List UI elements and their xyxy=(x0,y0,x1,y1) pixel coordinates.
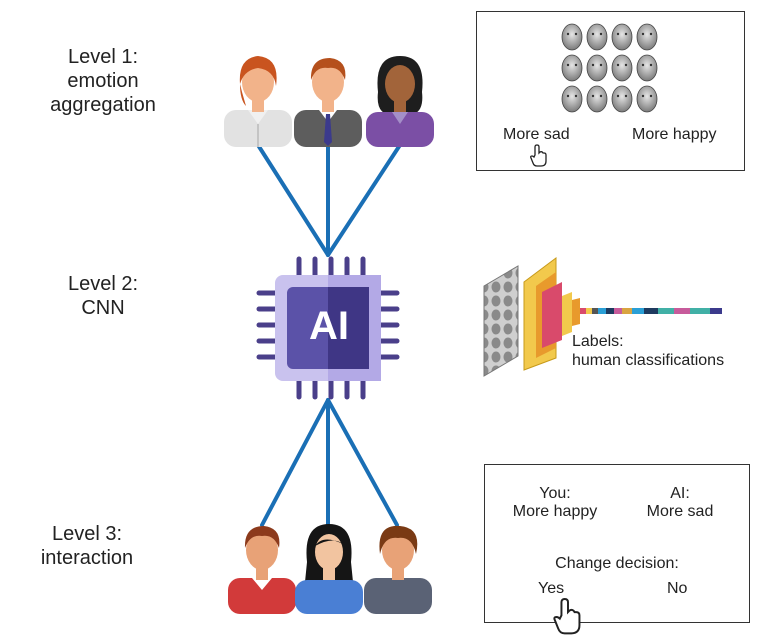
level-3-title: Level 3: xyxy=(51,523,123,545)
cnn-icon xyxy=(483,257,722,377)
level-3-subtitle-line1: interaction xyxy=(40,547,134,569)
hand-cursor-icon xyxy=(530,144,547,167)
labels-title: Labels: xyxy=(572,333,624,350)
person-icon-level3-b xyxy=(295,524,363,614)
hand-cursor-icon xyxy=(553,598,581,635)
ai-chip-icon xyxy=(256,256,400,400)
connector-line xyxy=(326,143,402,257)
level-1-subtitle-line1: emotion xyxy=(67,70,139,92)
no-button[interactable]: No xyxy=(667,580,688,597)
level-1-title: Level 1: xyxy=(67,46,139,68)
you-label: You: xyxy=(539,485,571,502)
ai-chip-label: AI xyxy=(309,304,349,348)
person-icon-level1-b xyxy=(294,58,362,147)
yes-button[interactable]: Yes xyxy=(538,580,565,597)
person-icon-level3-c xyxy=(364,525,432,614)
interaction-panel xyxy=(484,464,750,623)
connector-line xyxy=(256,143,330,257)
level-1-label: Level 1: emotion aggregation xyxy=(28,45,178,117)
emotion-rating-panel xyxy=(476,11,745,171)
ai-label: AI: xyxy=(670,485,690,502)
more-sad-option[interactable]: More sad xyxy=(503,126,570,143)
level-2-label: Level 2: CNN xyxy=(28,272,178,320)
more-happy-option[interactable]: More happy xyxy=(632,126,717,143)
ai-value: More sad xyxy=(646,503,714,520)
connector-line xyxy=(326,398,399,527)
face-grid xyxy=(561,23,658,113)
person-icon-level1-a xyxy=(224,56,292,147)
labels-description: human classifications xyxy=(572,352,725,369)
face-icon xyxy=(561,23,658,113)
person-icon-level1-c xyxy=(366,56,434,147)
level-2-subtitle-line1: CNN xyxy=(81,297,125,319)
you-value: More happy xyxy=(512,503,598,520)
change-decision-label: Change decision: xyxy=(555,555,679,572)
person-icon-level3-a xyxy=(228,526,296,614)
level-3-label: Level 3: interaction xyxy=(12,522,162,570)
connector-line xyxy=(260,398,330,527)
level-1-subtitle-line2: aggregation xyxy=(50,94,156,116)
level-2-title: Level 2: xyxy=(67,273,139,295)
